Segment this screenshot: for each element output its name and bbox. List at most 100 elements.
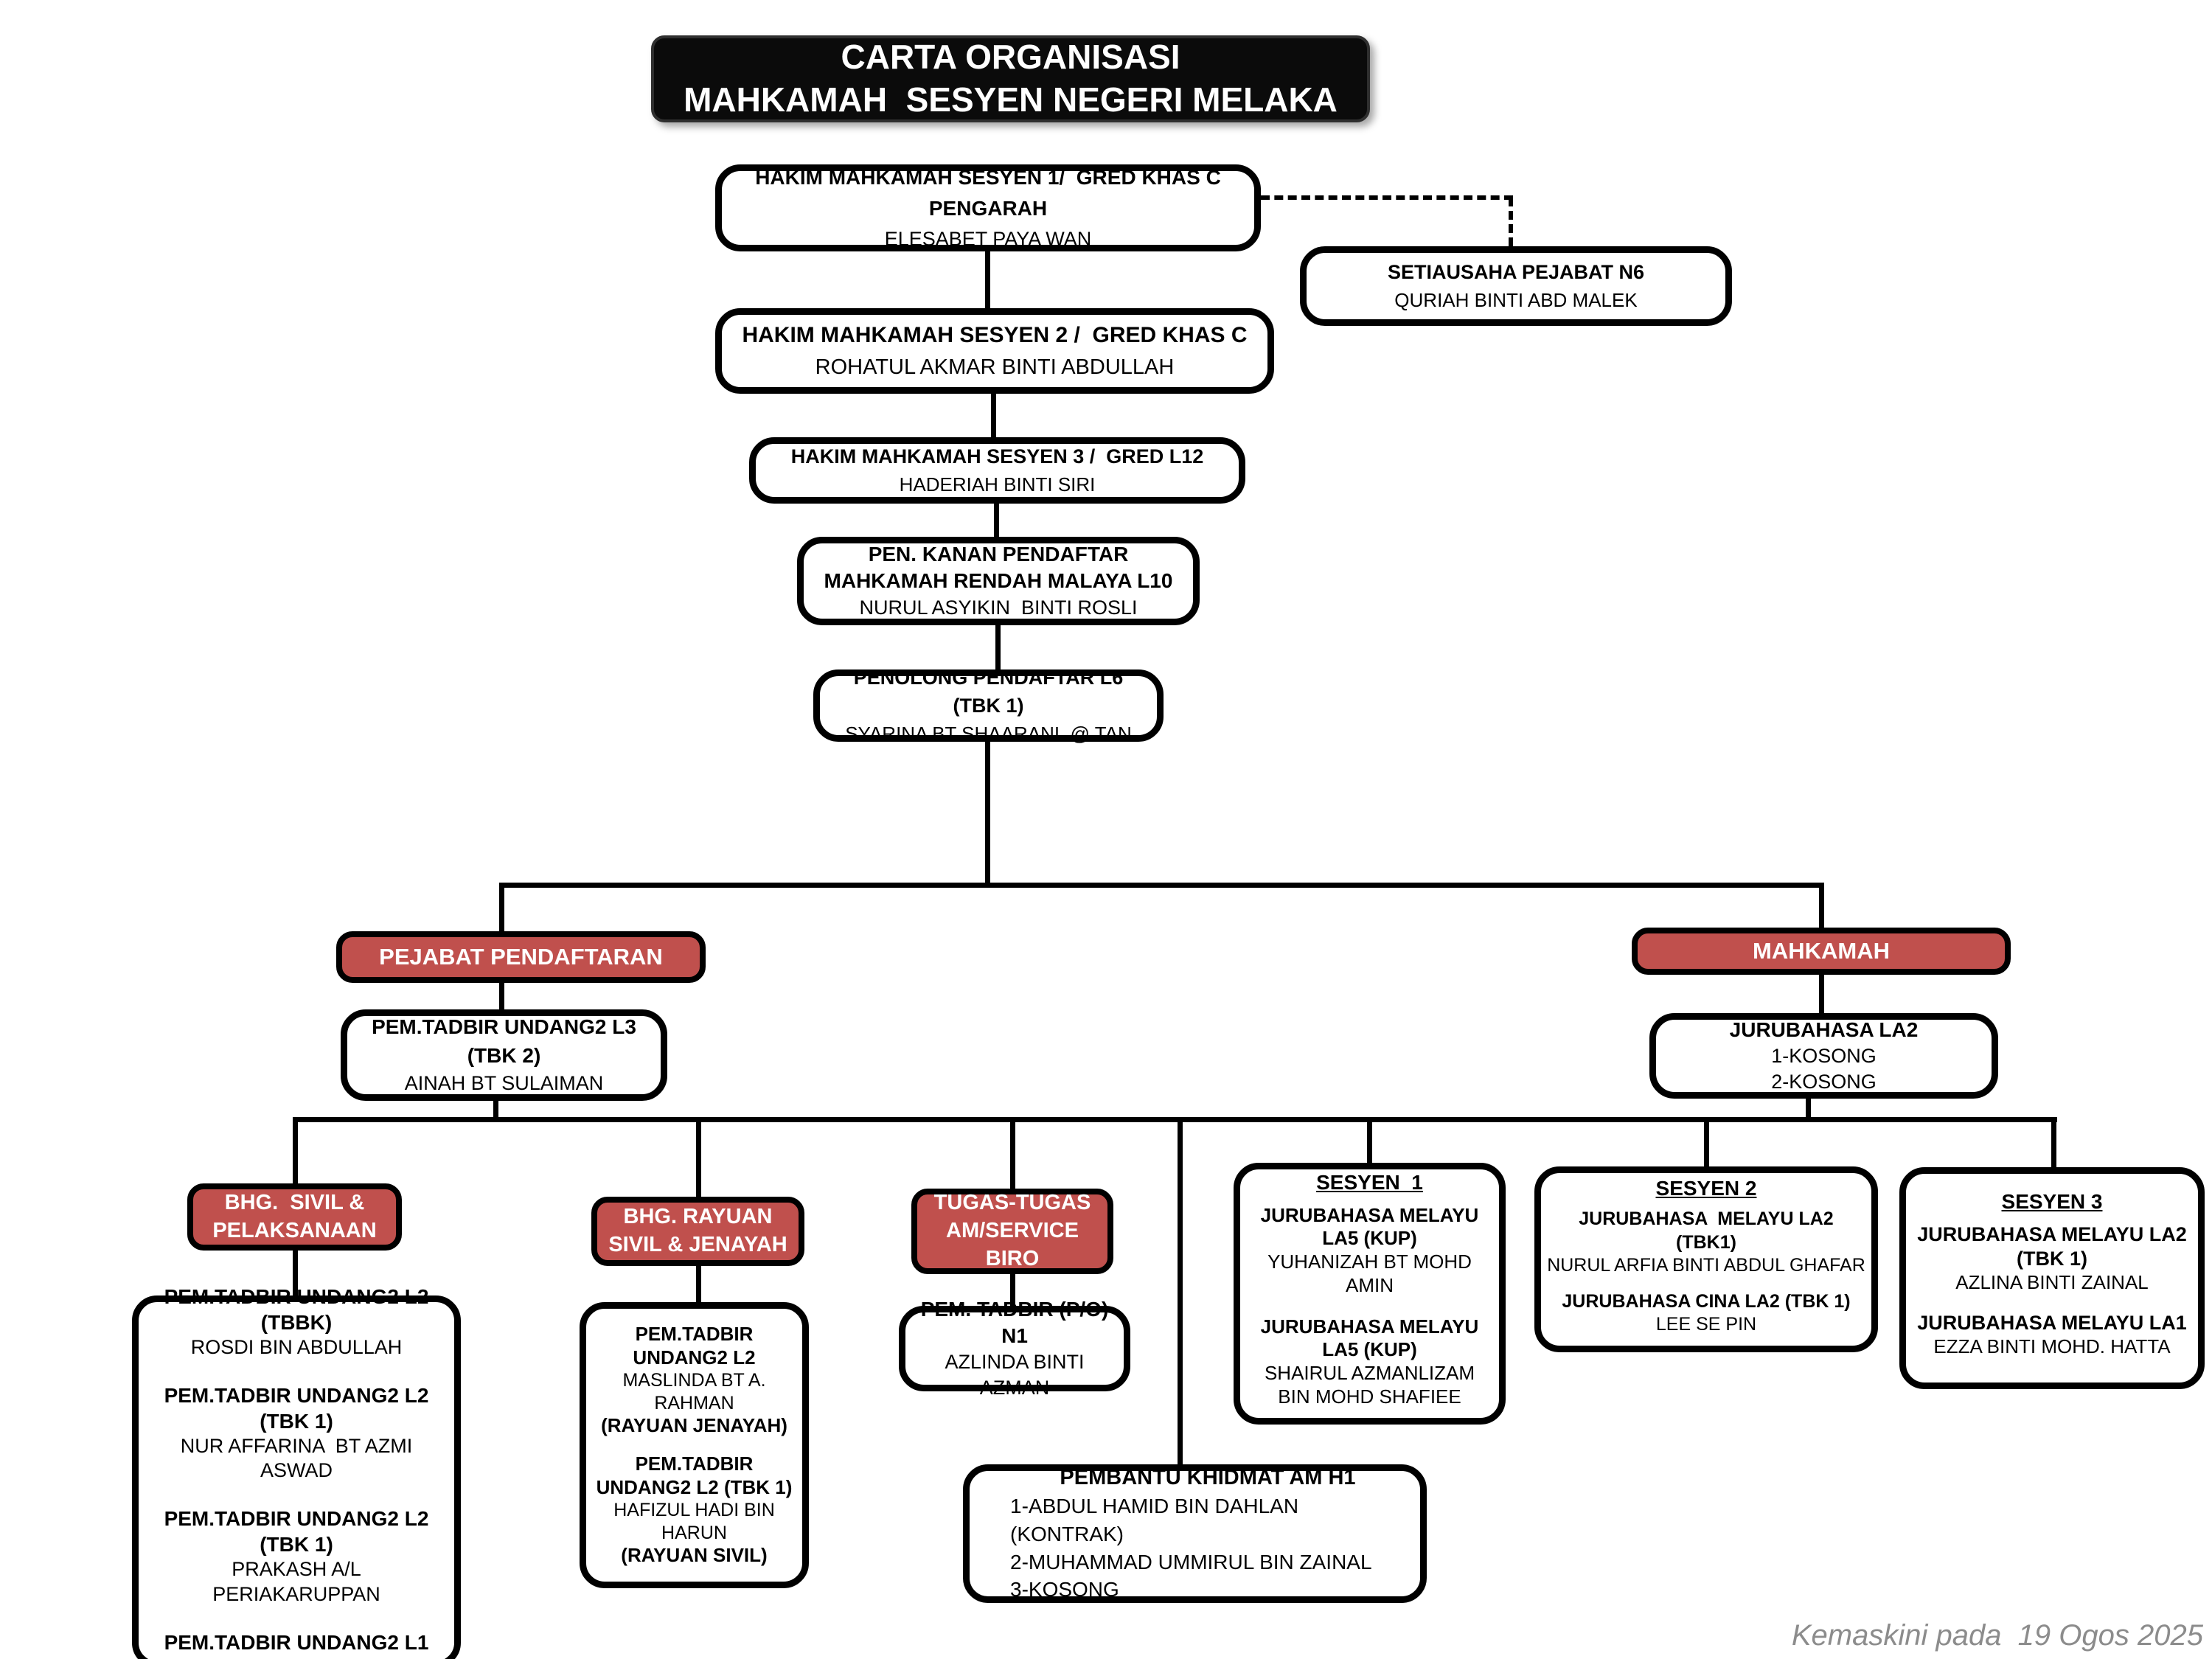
staff-name: NOR FARAH AZIERA BT AHMAD: [147, 1655, 446, 1659]
node-person: HADERIAH BINTI SIRI: [899, 473, 1096, 495]
connector-ainah-rail2: [493, 1101, 498, 1121]
staff-title: PEM.TADBIR UNDANG2 L1: [164, 1630, 429, 1654]
connector-rayuan-staffbox: [696, 1266, 701, 1302]
staff-entry: PEM.TADBIR UNDANG2 L2 (TBK 1) HAFIZUL HA…: [592, 1453, 796, 1568]
node-hakim-sesyen2: HAKIM MAHKAMAH SESYEN 2 / GRED KHAS C RO…: [715, 308, 1274, 394]
unit-label: TUGAS-TUGAS AM/SERVICE BIRO: [933, 1191, 1096, 1270]
staff-entry: PEM.TADBIR UNDANG2 L2 (TBK 1) PRAKASH A/…: [146, 1506, 447, 1607]
unit-label: BHG. SIVIL & PELAKSANAAN: [212, 1190, 377, 1242]
node-title: PEM.TADBIR UNDANG2 L3 (TBK 2): [372, 1015, 642, 1068]
connector-rail-pejabat: [499, 883, 504, 931]
node-pen-kanan-pendaftar: PEN. KANAN PENDAFTAR MAHKAMAH RENDAH MAL…: [797, 537, 1200, 625]
node-title: SETIAUSAHA PEJABAT N6: [1387, 260, 1645, 283]
staff-box-bhg-sivil: PEM.TADBIR UNDANG2 L2 (TBBK) ROSDI BIN A…: [132, 1285, 461, 1659]
connector-rail2-sesyen3: [2051, 1117, 2056, 1167]
connector-rail-mahkamah: [1819, 883, 1824, 928]
staff-title: JURUBAHASA MELAYU LA5 (KUP): [1260, 1203, 1484, 1250]
branch-label: MAHKAMAH: [1753, 937, 1890, 964]
staff-box-tugas-am: PEM. TADBIR (P/O) N1 AZLINDA BINTI AZMAN: [899, 1298, 1130, 1399]
rail-bottom-units: [295, 1117, 2057, 1122]
staff-title: PEM.TADBIR UNDANG2 L2: [633, 1322, 759, 1368]
sesyen-header: SESYEN 2: [1655, 1177, 1757, 1200]
connector-jurubahasa-rail2: [1806, 1099, 1811, 1121]
staff-box-sesyen3: SESYEN 3 JURUBAHASA MELAYU LA2 (TBK 1) A…: [1899, 1167, 2205, 1389]
chart-title-line1: CARTA ORGANISASI: [841, 38, 1180, 77]
node-person: ROHATUL AKMAR BINTI ABDULLAH: [815, 355, 1175, 379]
connector-rail2-sesyen1: [1367, 1117, 1372, 1163]
node-person: NURUL ASYIKIN BINTI ROSLI: [859, 596, 1138, 619]
node-title: PENOLONG PENDAFTAR L6 (TBK 1): [853, 667, 1129, 717]
staff-entry: JURUBAHASA MELAYU LA5 (KUP) YUHANIZAH BT…: [1246, 1204, 1493, 1298]
staff-title: JURUBAHASA MELAYU LA1: [1917, 1312, 2187, 1335]
rail-top-branches: [501, 883, 1824, 888]
node-person: AINAH BT SULAIMAN: [404, 1072, 604, 1095]
staff-box-pembantu-khidmat: PEMBANTU KHIDMAT AM H1 1-ABDUL HAMID BIN…: [963, 1464, 1427, 1603]
dashed-connector-hakim1-setiausaha-v: [1509, 198, 1513, 246]
staff-note: (RAYUAN SIVIL): [621, 1544, 768, 1567]
node-person: ELESABET PAYA WAN: [884, 227, 1092, 250]
connector-sivil-staffbox: [293, 1251, 298, 1295]
staff-title: PEM.TADBIR UNDANG2 L2 (TBK 1): [164, 1383, 435, 1433]
staff-name: SHAIRUL AZMANLIZAM BIN MOHD SHAFIEE: [1264, 1362, 1481, 1408]
unit-label: BHG. RAYUAN SIVIL & JENAYAH: [608, 1205, 787, 1256]
node-pem-tadbir-l3: PEM.TADBIR UNDANG2 L3 (TBK 2) AINAH BT S…: [341, 1009, 667, 1101]
staff-entry: PEM.TADBIR UNDANG2 L2 (TBK 1) NUR AFFARI…: [146, 1382, 447, 1484]
connector-pejabat-ainah: [499, 982, 504, 1009]
node-subtitle: PENGARAH: [928, 196, 1048, 220]
connector-mahkamah-jurubahasa: [1819, 975, 1824, 1014]
staff-title: PEM.TADBIR UNDANG2 L2 (TBK 1): [596, 1453, 793, 1498]
sesyen-header: SESYEN 1: [1316, 1170, 1423, 1194]
staff-name: YUHANIZAH BT MOHD AMIN: [1267, 1251, 1476, 1296]
node-hakim-sesyen1: HAKIM MAHKAMAH SESYEN 1/ GRED KHAS C PEN…: [715, 164, 1261, 251]
staff-title: PEMBANTU KHIDMAT AM H1: [1060, 1465, 1356, 1489]
staff-name: MASLINDA BT A. RAHMAN: [622, 1370, 771, 1413]
staff-entry: JURUBAHASA MELAYU LA1 EZZA BINTI MOHD. H…: [1917, 1311, 2187, 1359]
staff-name: ROSDI BIN ABDULLAH: [190, 1335, 403, 1358]
staff-title: PEM. TADBIR (P/O) N1: [920, 1297, 1115, 1347]
staff-name: EZZA BINTI MOHD. HATTA: [1933, 1335, 2171, 1357]
staff-title: JURUBAHASA MELAYU LA2 (TBK 1): [1917, 1223, 2193, 1270]
connector-hakim3-penkanan: [994, 504, 999, 538]
node-title: JURUBAHASA LA2: [1729, 1018, 1919, 1041]
node-vacancy: 2-KOSONG: [1771, 1071, 1877, 1093]
staff-title: PEM.TADBIR UNDANG2 L2 (TBBK): [164, 1284, 435, 1334]
node-title: HAKIM MAHKAMAH SESYEN 2 / GRED KHAS C: [742, 322, 1248, 347]
staff-name: HAFIZUL HADI BIN HARUN: [613, 1500, 780, 1543]
staff-name: NUR AFFARINA BT AZMI ASWAD: [180, 1434, 417, 1482]
staff-entry: JURUBAHASA CINA LA2 (TBK 1) LEE SE PIN: [1562, 1290, 1850, 1337]
sesyen-header: SESYEN 3: [2001, 1190, 2103, 1214]
staff-name: PRAKASH A/L PERIAKARUPPAN: [212, 1558, 380, 1605]
staff-note: (RAYUAN JENAYAH): [601, 1414, 787, 1437]
staff-box-sesyen1: SESYEN 1 JURUBAHASA MELAYU LA5 (KUP) YUH…: [1234, 1163, 1506, 1425]
last-updated-note: Kemaskini pada 19 Ogos 2025: [1791, 1619, 2203, 1652]
branch-header-pejabat-pendaftaran: PEJABAT PENDAFTARAN: [336, 931, 706, 983]
node-jurubahasa-la2: JURUBAHASA LA2 1-KOSONG 2-KOSONG: [1649, 1013, 1998, 1099]
staff-title: JURUBAHASA MELAYU LA2 (TBK1): [1579, 1208, 1839, 1253]
connector-hakim1-hakim2: [985, 251, 990, 308]
staff-entry: JURUBAHASA MELAYU LA5 (KUP) SHAIRUL AZMA…: [1246, 1315, 1493, 1409]
staff-title: PEM.TADBIR UNDANG2 L2 (TBK 1): [164, 1507, 435, 1556]
staff-entry: PEM.TADBIR UNDANG2 L1 NOR FARAH AZIERA B…: [147, 1630, 446, 1659]
connector-hakim2-hakim3: [991, 394, 996, 437]
staff-list-line: 3-KOSONG: [1010, 1578, 1119, 1601]
connector-rail2-pembantu: [1178, 1117, 1183, 1464]
connector-penkanan-penolong: [995, 625, 1001, 670]
staff-entry: JURUBAHASA MELAYU LA2 (TBK1) NURUL ARFIA…: [1547, 1208, 1865, 1277]
node-title: PEN. KANAN PENDAFTAR MAHKAMAH RENDAH MAL…: [824, 543, 1173, 593]
branch-label: PEJABAT PENDAFTARAN: [379, 943, 663, 970]
node-setiausaha: SETIAUSAHA PEJABAT N6 QURIAH BINTI ABD M…: [1300, 246, 1732, 326]
chart-title-line2: MAHKAMAH SESYEN NEGERI MELAKA: [684, 80, 1338, 119]
node-person: QURIAH BINTI ABD MALEK: [1394, 288, 1638, 311]
staff-box-bhg-rayuan: PEM.TADBIR UNDANG2 L2 MASLINDA BT A. RAH…: [580, 1302, 809, 1588]
branch-header-mahkamah: MAHKAMAH: [1632, 928, 2011, 975]
unit-header-bhg-sivil: BHG. SIVIL & PELAKSANAAN: [187, 1183, 402, 1251]
staff-title: JURUBAHASA MELAYU LA5 (KUP): [1260, 1315, 1484, 1361]
node-title: HAKIM MAHKAMAH SESYEN 3 / GRED L12: [790, 445, 1204, 467]
staff-title: JURUBAHASA CINA LA2 (TBK 1): [1562, 1291, 1851, 1312]
dashed-connector-hakim1-setiausaha-h: [1261, 195, 1513, 200]
staff-list-line: 1-ABDUL HAMID BIN DAHLAN (KONTRAK): [1010, 1494, 1304, 1545]
staff-list-line: 2-MUHAMMAD UMMIRUL BIN ZAINAL: [1010, 1550, 1372, 1573]
connector-tugas-staffbox: [1010, 1274, 1015, 1306]
staff-entry: PEM.TADBIR UNDANG2 L2 (TBBK) ROSDI BIN A…: [146, 1284, 447, 1360]
node-penolong-pendaftar: PENOLONG PENDAFTAR L6 (TBK 1) SYARINA BT…: [813, 667, 1164, 745]
